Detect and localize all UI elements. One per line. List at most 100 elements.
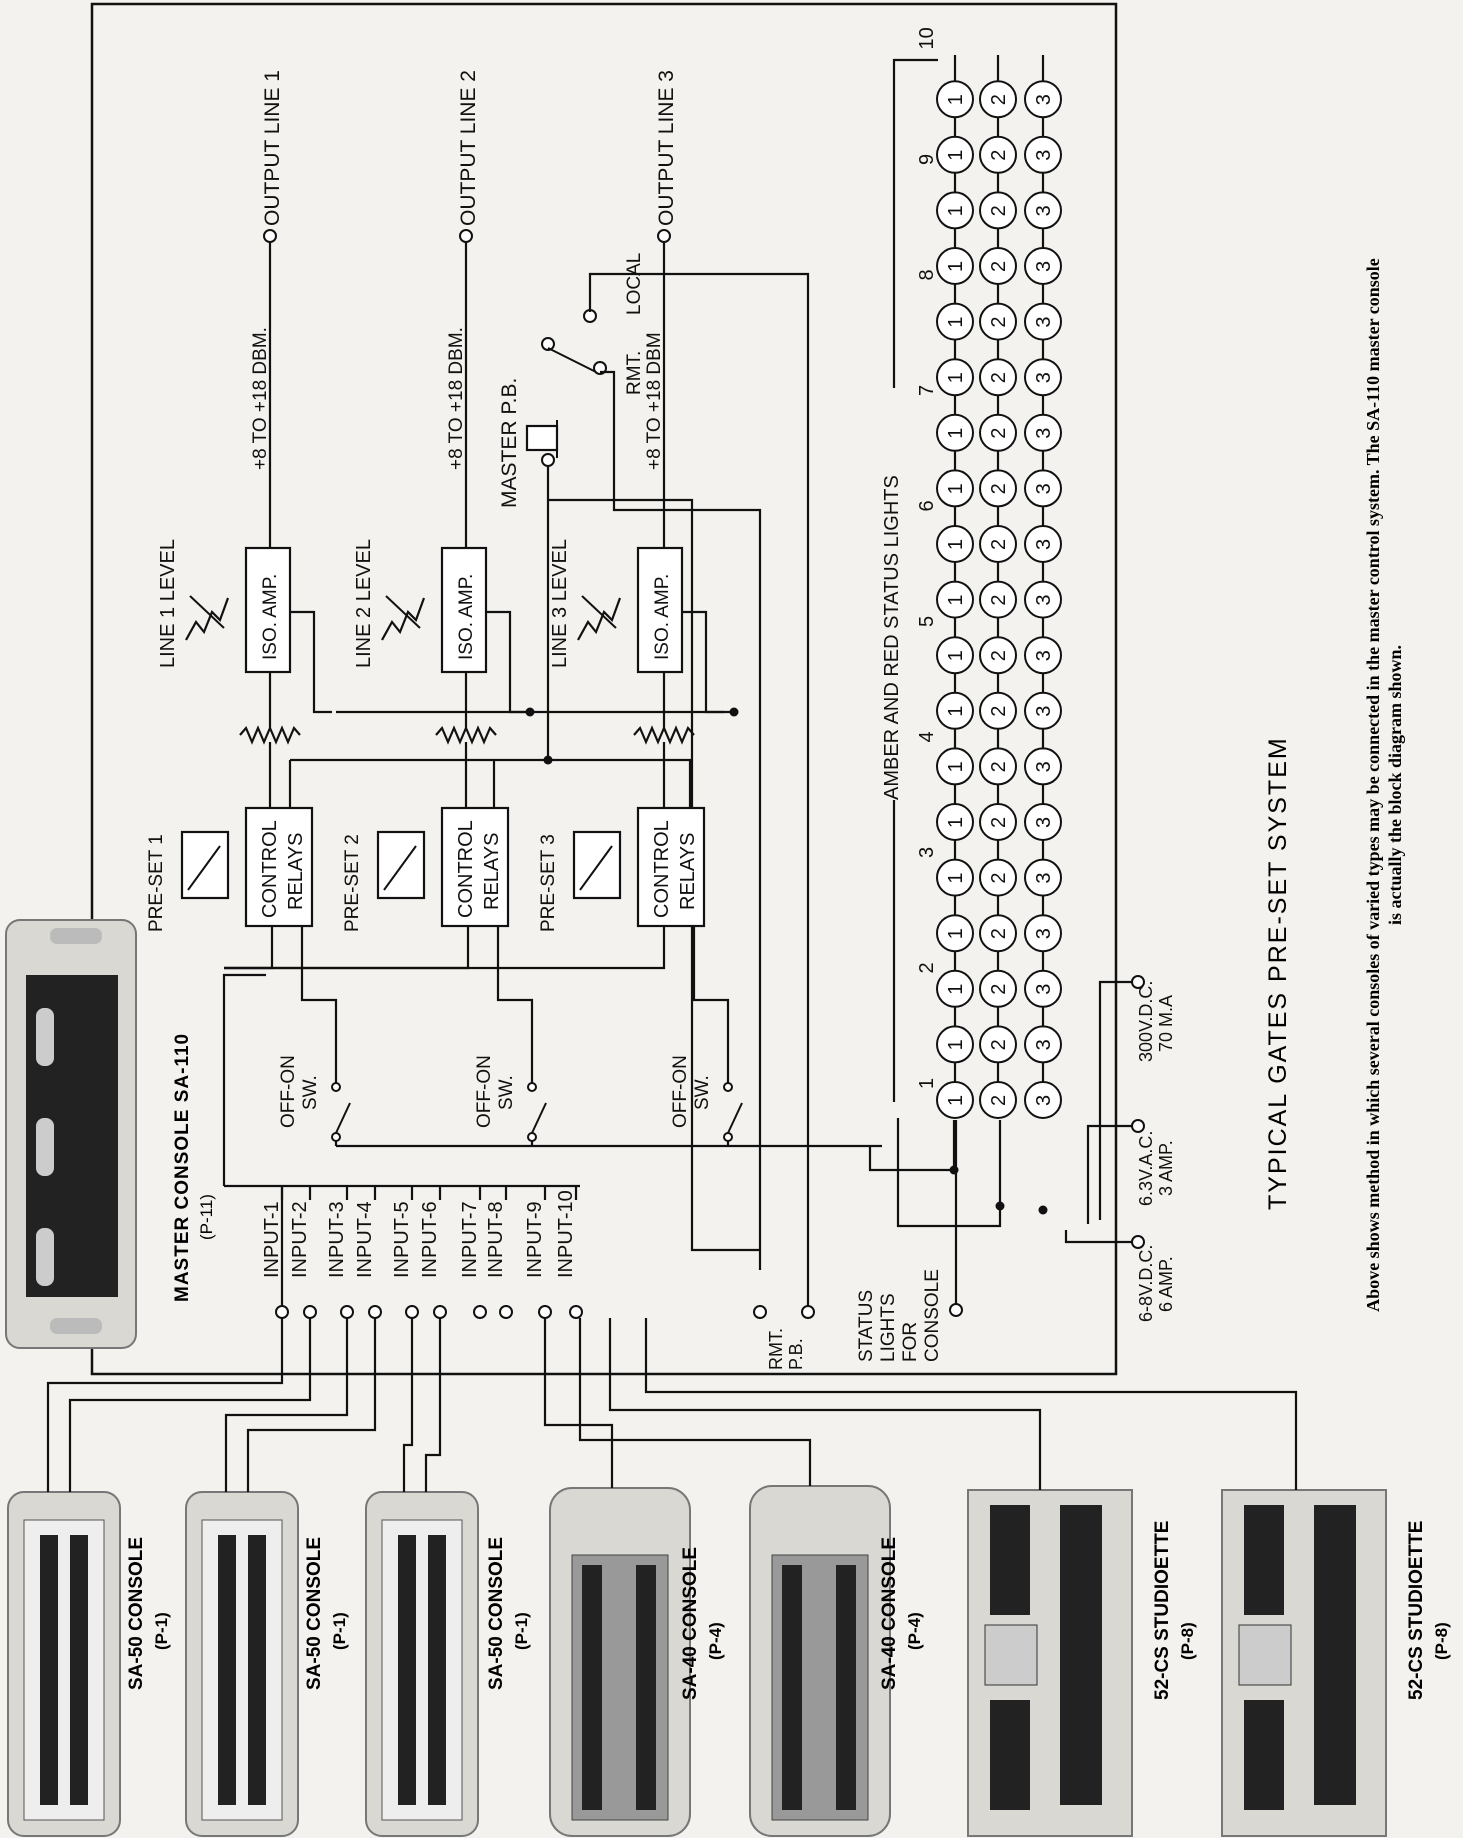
lamp-column-number: 3 [916,847,938,858]
lamp-label: 2 [988,261,1010,272]
junction-dot [1038,1205,1048,1215]
lamp-label: 3 [1033,428,1055,439]
input-bus [222,973,266,1186]
lamp-label: 2 [988,872,1010,883]
dbm-level-label: +8 TO +18 DBM. [250,327,271,470]
status-lamp [979,636,1017,675]
status-terminal [949,1303,963,1317]
console-page-label: (P-1) [152,1612,171,1650]
preset-label: PRE-SET 3 [538,834,559,932]
switch-contact [331,1082,341,1092]
power-amp-label: 3 AMP. [1156,1140,1176,1196]
preset-label: PRE-SET 1 [146,834,167,932]
master-pb-label: MASTER P.B. [498,378,521,508]
status-lamp [1024,914,1062,953]
level-pot-arrow [581,595,617,629]
switch-blade [727,1102,743,1134]
input-label: INPUT-4 [354,1201,376,1278]
console-lead [402,1318,414,1492]
lamp-label: 1 [945,650,967,661]
console-lead [68,1318,312,1492]
status-lamp [1024,580,1062,619]
lamp-label: 1 [945,1095,967,1106]
iso-amp-label: ISO. AMP. [260,574,281,660]
status-lamp [1024,80,1062,119]
status-lamp [979,358,1017,397]
status-lamp [936,80,974,119]
lamp-label: 1 [945,372,967,383]
off-on-switch-label-2: SW. [300,1075,321,1110]
status-lamp [979,858,1017,897]
lamp-label: 3 [1033,1039,1055,1050]
status-lamp [1024,747,1062,786]
console-name-label: SA-40 CONSOLE [680,1546,701,1700]
status-lamp [979,80,1017,119]
input-label: INPUT-6 [419,1201,441,1278]
output-terminal [459,229,473,243]
lamp-label: 3 [1033,650,1055,661]
control-relays-box [244,806,314,928]
lamp-label: 1 [945,594,967,605]
status-lamp [1024,247,1062,285]
master-console-page: (P-11) [197,1194,216,1240]
status-lamp [979,247,1017,285]
lamp-label: 2 [988,817,1010,828]
switch-wire [300,926,338,1083]
status-lamp [936,302,974,341]
input-terminal [303,1305,317,1319]
lamp-label: 2 [988,150,1010,161]
input-terminal [538,1305,552,1319]
console-page-label: (P-1) [512,1612,531,1650]
rmt-pb-label-1: RMT. [766,1328,786,1370]
amber-red-label: AMBER AND RED STATUS LIGHTS [881,475,903,800]
lamp-label: 2 [988,594,1010,605]
console-name-label: 52-CS STUDIOETTE [1406,1520,1427,1700]
console-lead [644,1318,1298,1490]
lamp-column-number: 7 [916,385,938,396]
power-amp-label: 6 AMP. [1156,1256,1176,1312]
page-title: TYPICAL GATES PRE-SET SYSTEM [1264,736,1292,1210]
rmt-local-terminal [541,337,555,351]
status-lamp [936,747,974,786]
lamp-label: 1 [945,761,967,772]
off-on-switch-label-1: OFF-ON [278,1055,299,1128]
control-relays-label-1: CONTROL [455,820,477,918]
relay-link [290,758,692,808]
lamp-column-number: 6 [916,500,938,511]
input-label: INPUT-7 [459,1201,481,1278]
status-lamp [936,969,974,1008]
preset-needle [187,845,221,891]
status-lamp [936,636,974,675]
status-lamp [1024,525,1062,563]
master-pb-button [525,424,559,452]
input-label: INPUT-10 [555,1190,577,1278]
status-lamp [979,580,1017,619]
lamp-label: 3 [1033,1095,1055,1106]
off-on-switch-label-1: OFF-ON [670,1055,691,1128]
console-page-label: (P-4) [905,1612,924,1650]
control-relays-box [636,806,706,928]
dbm-level-label: +8 TO +18 DBM. [446,327,467,470]
lamp-column-number: 4 [916,731,938,742]
power-amp-label: 70 M.A [1156,995,1176,1052]
console-photo-6 [967,1489,1133,1837]
status-lamp [936,191,974,230]
console-name-label: SA-50 CONSOLE [126,1536,147,1690]
lamp-label: 1 [945,483,967,494]
line-level-label: LINE 2 LEVEL [353,539,375,668]
console-name-label: SA-40 CONSOLE [879,1536,900,1690]
lamp-label: 2 [988,483,1010,494]
status-lamp [936,580,974,619]
input-label: INPUT-2 [289,1201,311,1278]
input-terminal [433,1305,447,1319]
master-console-label: MASTER CONSOLE SA-110 [172,1032,193,1302]
status-lamp [1024,691,1062,730]
attenuator [239,725,301,745]
lamp-column-number: 10 [916,27,938,49]
preset-label: PRE-SET 2 [342,834,363,932]
console-lead [46,1318,284,1492]
lamp-label: 1 [945,261,967,272]
level-pot [577,597,622,641]
lamp-label: 3 [1033,872,1055,883]
